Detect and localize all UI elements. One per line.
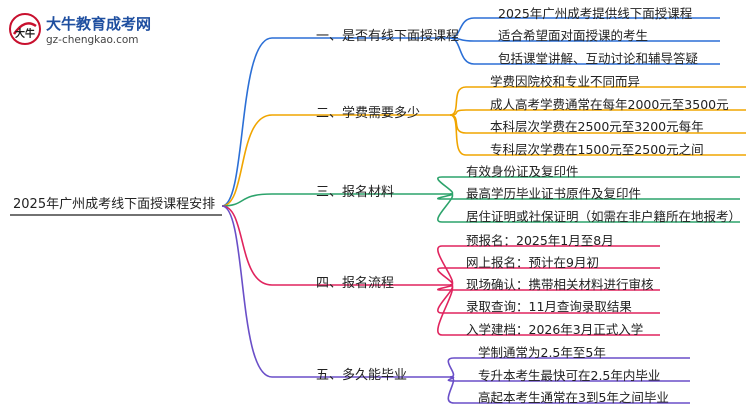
branch-connector bbox=[221, 114, 450, 207]
branch-label: 一、是否有线下面授课程 bbox=[316, 29, 460, 44]
logo-title: 大牛教育成考网 bbox=[46, 15, 152, 33]
leaf-item: 学费因院校和专业不同而异 bbox=[490, 74, 641, 89]
branch-label: 三、报名材料 bbox=[316, 185, 395, 200]
site-logo: 大牛 大牛教育成考网 gz-chengkao.com bbox=[8, 10, 178, 52]
leaf-item: 2025年广州成考提供线下面授课程 bbox=[498, 6, 693, 21]
logo-url: gz-chengkao.com bbox=[46, 34, 139, 46]
leaf-item: 入学建档：2026年3月正式入学 bbox=[466, 322, 644, 337]
leaf-item: 专升本考生最快可在2.5年内毕业 bbox=[478, 368, 661, 383]
leaf-item: 成人高考学费通常在每年2000元至3500元 bbox=[490, 97, 729, 112]
svg-text:大牛: 大牛 bbox=[15, 27, 35, 40]
leaf-item: 有效身份证及复印件 bbox=[466, 164, 579, 179]
leaf-connector bbox=[449, 114, 746, 156]
branch-connector bbox=[221, 37, 450, 207]
logo-emblem-icon: 大牛 bbox=[9, 13, 41, 45]
branch-connector bbox=[221, 193, 450, 207]
leaf-item: 专科层次学费在1500元至2500元之间 bbox=[490, 142, 704, 157]
leaf-item: 学制通常为2.5年至5年 bbox=[478, 345, 606, 360]
leaf-item: 适合希望面对面授课的考生 bbox=[498, 28, 649, 43]
leaf-item: 最高学历毕业证书原件及复印件 bbox=[466, 186, 642, 201]
leaf-item: 预报名：2025年1月至8月 bbox=[466, 233, 614, 248]
branch-label: 四、报名流程 bbox=[316, 276, 395, 291]
branch-connector bbox=[221, 205, 450, 378]
leaf-item: 网上报名：预计在9月初 bbox=[466, 255, 599, 270]
leaf-item: 本科层次学费在2500元至3200元每年 bbox=[490, 119, 704, 134]
leaf-item: 现场确认：携带相关材料进行审核 bbox=[466, 277, 654, 292]
leaf-connector bbox=[449, 37, 720, 65]
branch-connector bbox=[221, 205, 450, 286]
branch-label: 五、多久能毕业 bbox=[316, 368, 408, 383]
leaf-connector bbox=[437, 284, 660, 336]
leaf-connector bbox=[449, 86, 746, 116]
leaf-item: 录取查询：11月查询录取结果 bbox=[466, 299, 632, 314]
leaf-item: 高起本考生通常在3到5年之间毕业 bbox=[478, 390, 669, 405]
leaf-connector bbox=[437, 193, 740, 223]
leaf-item: 居住证明或社保证明（如需在非户籍所在地报考） bbox=[466, 209, 742, 224]
leaf-connector bbox=[449, 17, 720, 39]
root-topic: 2025年广州成考线下面授课程安排 bbox=[13, 197, 216, 212]
leaf-connector bbox=[447, 376, 690, 404]
leaf-item: 包括课堂讲解、互动讨论和辅导答疑 bbox=[498, 51, 699, 66]
branch-label: 二、学费需要多少 bbox=[316, 106, 421, 121]
